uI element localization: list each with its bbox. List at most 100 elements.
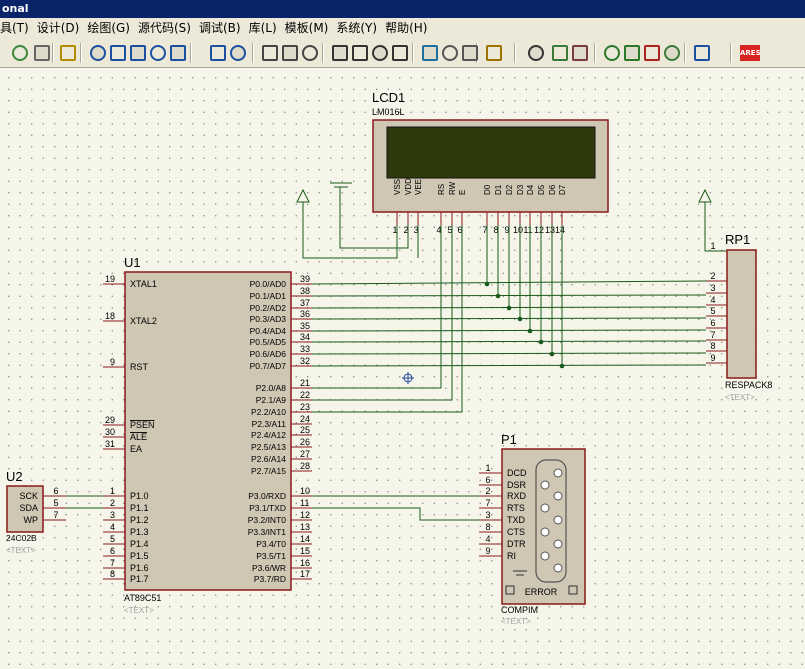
lcd-pin-number: 6 [457,225,462,235]
search-icon[interactable] [528,45,544,61]
lcd-pin-label: D6 [548,184,557,195]
mcu-pin-number: 38 [300,286,310,296]
menu-item[interactable]: 源代码(S) [137,21,191,35]
serial-pin-label: RI [507,551,516,561]
zoom-out-icon[interactable] [130,45,146,61]
mcu-pin-number: 34 [300,332,310,342]
serial-text-placeholder: <TEXT> [501,617,531,626]
mcu-pin-label: P0.4/AD4 [250,326,287,336]
toolbar-separator [80,43,82,63]
serial-pin-label: DCD [507,468,527,478]
cut-icon[interactable] [262,45,278,61]
menu-item[interactable]: 设计(D) [36,21,80,35]
zoom-all-icon[interactable] [150,45,166,61]
lcd-screen [386,126,596,179]
respack-pin-number: 9 [710,353,715,363]
netlist-icon[interactable] [664,45,680,61]
property-assign-icon[interactable] [552,45,568,61]
db9-pin [540,527,550,537]
mcu-pin-number: 2 [110,498,115,508]
goto-sheet-icon[interactable] [644,45,660,61]
serial-ref: P1 [501,432,517,447]
serial-led [505,585,515,595]
wire-p0-bus [311,340,707,343]
respack-pin-number: 2 [710,271,715,281]
mcu-pin-number: 29 [105,415,115,425]
ares-icon[interactable]: ARES [740,45,761,61]
menu-item[interactable]: 库(L) [248,21,277,35]
block-copy-icon[interactable] [332,45,348,61]
mcu-pin-number: 27 [300,449,310,459]
mcu-pin-label: P1.3 [130,527,149,537]
menu-item[interactable]: 绘图(G) [87,21,130,35]
mcu-pin-label: XTAL1 [130,279,157,289]
mcu-pin-label: P1.0 [130,491,149,501]
pan-icon[interactable] [90,45,106,61]
menu-item[interactable]: 系统(Y) [336,21,378,35]
schematic-canvas[interactable]: LCD1LM016L<TEXT>VSS1VDD2VEE3RS4RW5E6D07D… [0,68,805,669]
mcu-pin-label: P1.4 [130,539,149,549]
respack-text-placeholder: <TEXT> [725,393,755,402]
respack-part: RESPACK8 [725,380,772,390]
undo-icon[interactable] [210,45,226,61]
menu-item[interactable]: 调试(B) [198,21,241,35]
block-rotate-icon[interactable] [372,45,388,61]
mcu-pin-number: 28 [300,461,310,471]
wire-junction [549,351,555,357]
wire-p0-bus [311,329,707,332]
copy-icon[interactable] [282,45,298,61]
remove-sheet-icon[interactable] [624,45,640,61]
pick-device-icon[interactable] [422,45,438,61]
lcd-pin-number: 1 [392,225,397,235]
redo-icon[interactable] [230,45,246,61]
toolbar-separator [52,43,54,63]
wire-autoroute-icon[interactable] [486,45,502,61]
wire-vss [302,202,398,259]
wire-junction [559,363,565,369]
serial-pin-number: 6 [485,475,490,485]
mcu-pin-number: 4 [110,522,115,532]
menu-item[interactable]: 具(T) [0,21,29,35]
mcu-pin-number: 37 [300,298,310,308]
block-delete-icon[interactable] [392,45,408,61]
toolbar-separator [322,43,324,63]
toolbar-separator [252,43,254,63]
serial-part: COMPIM [501,605,538,615]
menu-item[interactable]: 模板(M) [284,21,329,35]
lcd-pin-label: E [458,190,467,195]
make-device-icon[interactable] [442,45,458,61]
serial-pin-label: DSR [507,480,527,490]
bill-of-materials-icon[interactable] [694,45,710,61]
mcu-pin-number: 7 [110,558,115,568]
lcd-pin-label: D2 [505,184,514,195]
db9-connector [535,459,567,583]
block-move-icon[interactable] [352,45,368,61]
mcu-pin-number: 10 [300,486,310,496]
mcu-pin-number: 33 [300,344,310,354]
mcu-pin-number: 15 [300,546,310,556]
origin-icon[interactable] [60,45,76,61]
mcu-pin-label: P2.3/A11 [252,419,287,429]
mcu-pin-number: 36 [300,309,310,319]
respack-pin-number: 6 [710,318,715,328]
grid-icon[interactable] [34,45,50,61]
toolbar: ARES [0,38,805,68]
paste-icon[interactable] [302,45,318,61]
new-sheet-icon[interactable] [604,45,620,61]
mcu-pin-number: 3 [110,510,115,520]
refresh-icon[interactable] [12,45,28,61]
menu-item[interactable]: 帮助(H) [385,21,428,35]
lcd-pin-number: 5 [447,225,452,235]
serial-pin-label: RXD [507,491,527,501]
toolbar-separator [190,43,192,63]
design-explorer-icon[interactable] [572,45,588,61]
zoom-area-icon[interactable] [170,45,186,61]
db9-pin [540,480,550,490]
wire-rs [312,225,442,389]
respack-pin-number: 7 [710,330,715,340]
decompose-icon[interactable] [462,45,478,61]
zoom-in-icon[interactable] [110,45,126,61]
respack-pin-number: 4 [710,295,715,305]
toolbar-separator [412,43,414,63]
schematic-drawing: LCD1LM016L<TEXT>VSS1VDD2VEE3RS4RW5E6D07D… [6,90,772,626]
